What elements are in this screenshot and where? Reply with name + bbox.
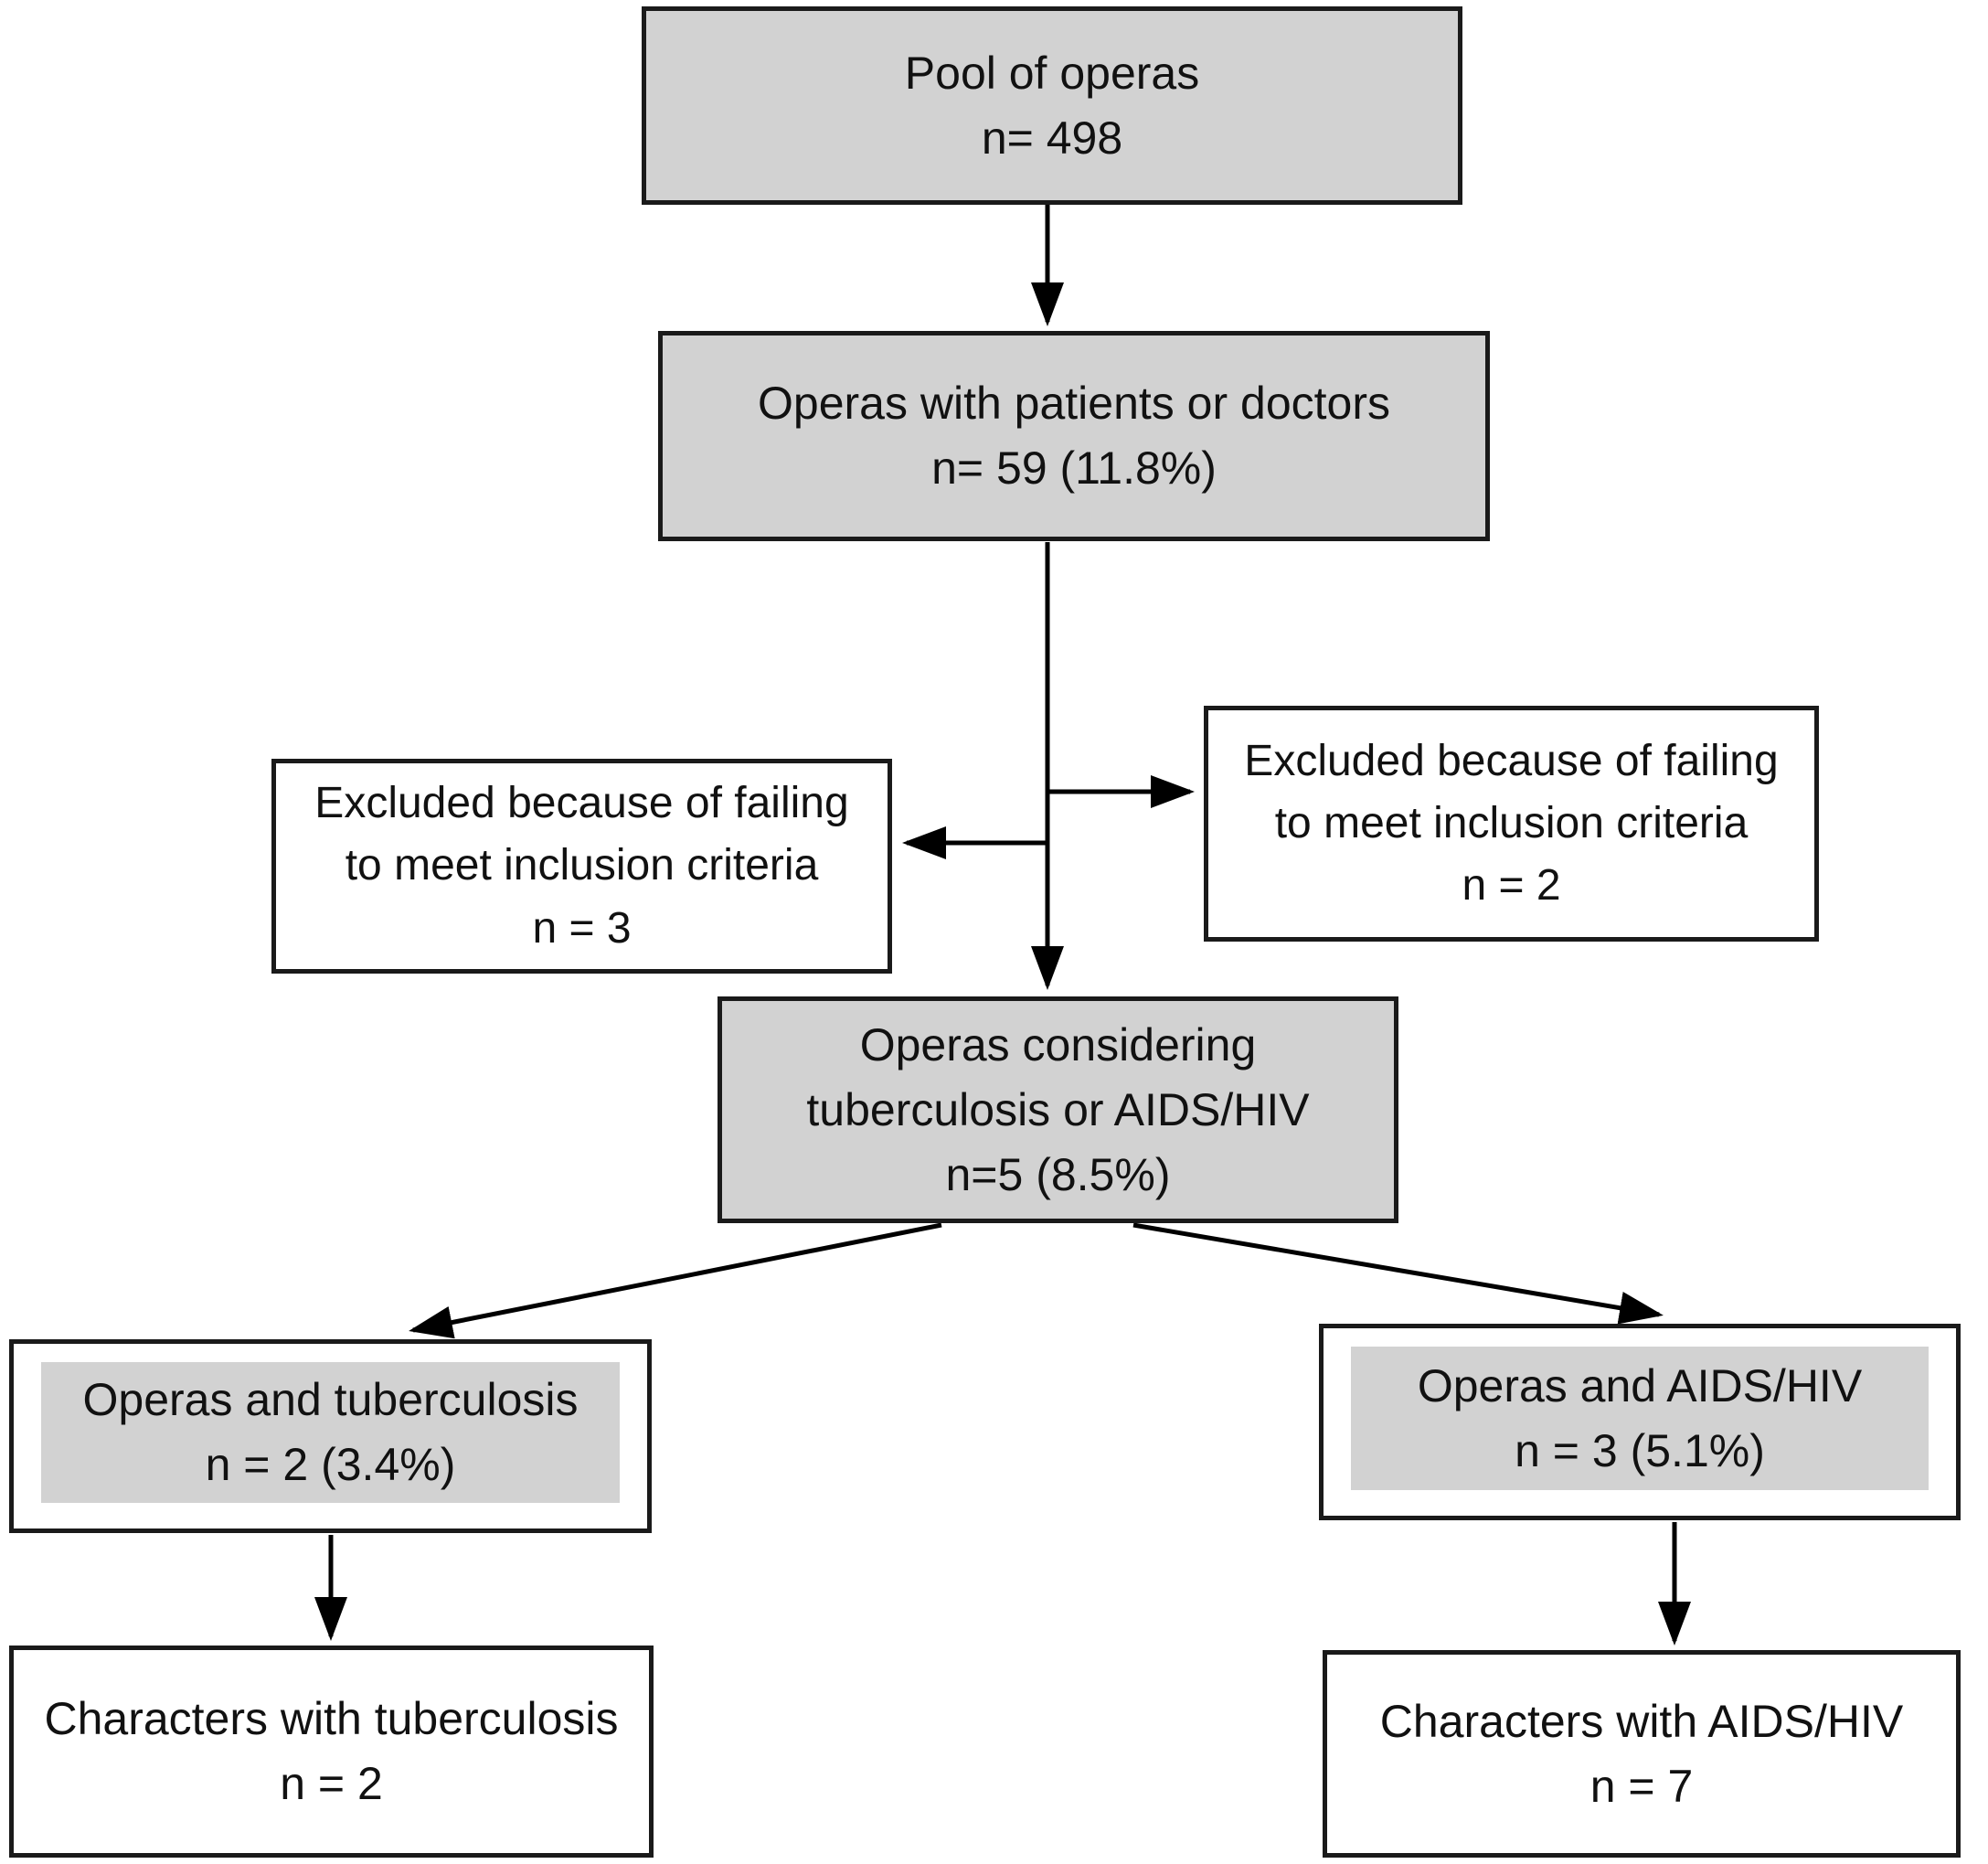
node-pool-count: n= 498 [981, 112, 1123, 164]
node-chars-aids-count: n = 7 [1589, 1760, 1694, 1812]
node-operas-aids-line1: Operas and AIDS/HIV [1417, 1359, 1863, 1411]
node-patients-line1: Operas with patients or doctors [758, 378, 1390, 429]
node-considering-count: n=5 (8.5%) [945, 1148, 1171, 1200]
node-considering-line1: Operas considering [859, 1018, 1257, 1070]
node-chars-aids-line1: Characters with AIDS/HIV [1379, 1695, 1904, 1747]
node-operas-aids-highlight: Operas and AIDS/HIV n = 3 (5.1%) [1351, 1347, 1929, 1490]
node-excluded-left: Excluded because of failing to meet incl… [271, 759, 892, 974]
node-excluded-left-count: n = 3 [532, 903, 632, 953]
node-operas-tb-line1: Operas and tuberculosis [82, 1374, 579, 1425]
node-operas-considering: Operas considering tuberculosis or AIDS/… [718, 996, 1398, 1223]
node-characters-with-aids-hiv: Characters with AIDS/HIV n = 7 [1323, 1650, 1961, 1858]
node-operas-tb-count: n = 2 (3.4%) [205, 1439, 456, 1490]
arrow-considering-to-operas-aids [1132, 1222, 1664, 1325]
node-considering-line2: tuberculosis or AIDS/HIV [806, 1083, 1310, 1135]
node-chars-tb-count: n = 2 [280, 1758, 383, 1809]
node-operas-with-patients-or-doctors: Operas with patients or doctors n= 59 (1… [658, 331, 1490, 541]
node-characters-with-tuberculosis: Characters with tuberculosis n = 2 [9, 1646, 654, 1858]
node-excluded-right: Excluded because of failing to meet incl… [1204, 706, 1819, 942]
node-excluded-right-line1: Excluded because of failing [1244, 736, 1779, 785]
node-excluded-right-count: n = 2 [1462, 861, 1561, 911]
node-operas-aids-count: n = 3 (5.1%) [1515, 1424, 1765, 1476]
node-operas-and-aids-hiv: Operas and AIDS/HIV n = 3 (5.1%) [1319, 1324, 1961, 1520]
node-excluded-left-line1: Excluded because of failing [314, 779, 849, 828]
node-operas-and-tuberculosis: Operas and tuberculosis n = 2 (3.4%) [9, 1339, 652, 1533]
node-excluded-right-line2: to meet inclusion criteria [1274, 798, 1749, 847]
arrow-considering-to-operas-tb [409, 1222, 942, 1339]
node-pool-of-operas: Pool of operas n= 498 [642, 6, 1462, 205]
node-patients-count: n= 59 (11.8%) [931, 442, 1217, 494]
node-pool-line1: Pool of operas [904, 47, 1200, 99]
node-excluded-left-line2: to meet inclusion criteria [345, 841, 819, 890]
node-chars-tb-line1: Characters with tuberculosis [44, 1693, 619, 1744]
node-operas-tb-highlight: Operas and tuberculosis n = 2 (3.4%) [41, 1362, 620, 1503]
